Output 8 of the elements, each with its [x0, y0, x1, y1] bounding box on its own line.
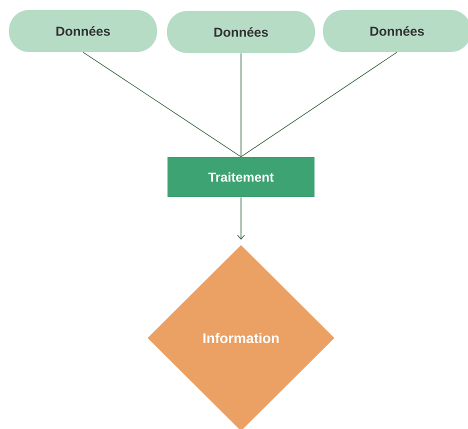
arrow [237, 196, 245, 240]
data-pill: Données [9, 10, 157, 52]
connector-line [82, 52, 242, 158]
connector-line [240, 52, 242, 158]
data-pill: Données [167, 11, 315, 53]
data-pill: Données [323, 10, 468, 52]
connector-line [240, 52, 398, 158]
process-box: Traitement [168, 157, 314, 197]
